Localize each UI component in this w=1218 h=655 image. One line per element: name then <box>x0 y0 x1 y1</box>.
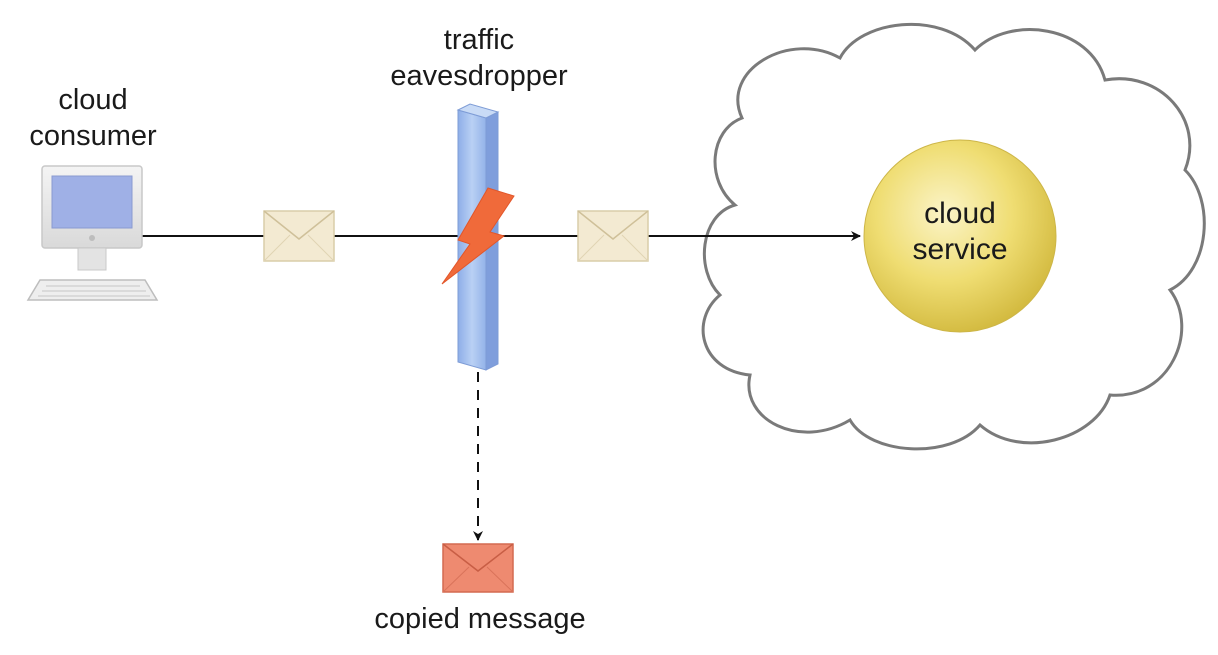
cloud-service-sphere <box>863 139 1057 333</box>
eavesdropper-label-line2: eavesdropper <box>390 60 568 92</box>
consumer-label: cloud consumer <box>0 82 186 154</box>
copied-message-label: copied message <box>374 603 586 635</box>
desktop-computer-icon <box>26 165 159 301</box>
service-label: cloud service <box>860 196 1060 268</box>
service-label-line1: cloud <box>924 197 996 230</box>
lightning-icon <box>441 187 515 285</box>
service-label-line2: service <box>912 233 1008 266</box>
consumer-label-line2: consumer <box>29 120 157 152</box>
eavesdropper-label-line1: traffic <box>443 24 515 56</box>
copied-envelope-icon <box>442 543 514 593</box>
message-envelope-icon <box>263 210 335 262</box>
message-envelope-icon <box>577 210 649 262</box>
eavesdropper-label: traffic eavesdropper <box>356 22 602 94</box>
consumer-label-line1: cloud <box>58 84 128 116</box>
